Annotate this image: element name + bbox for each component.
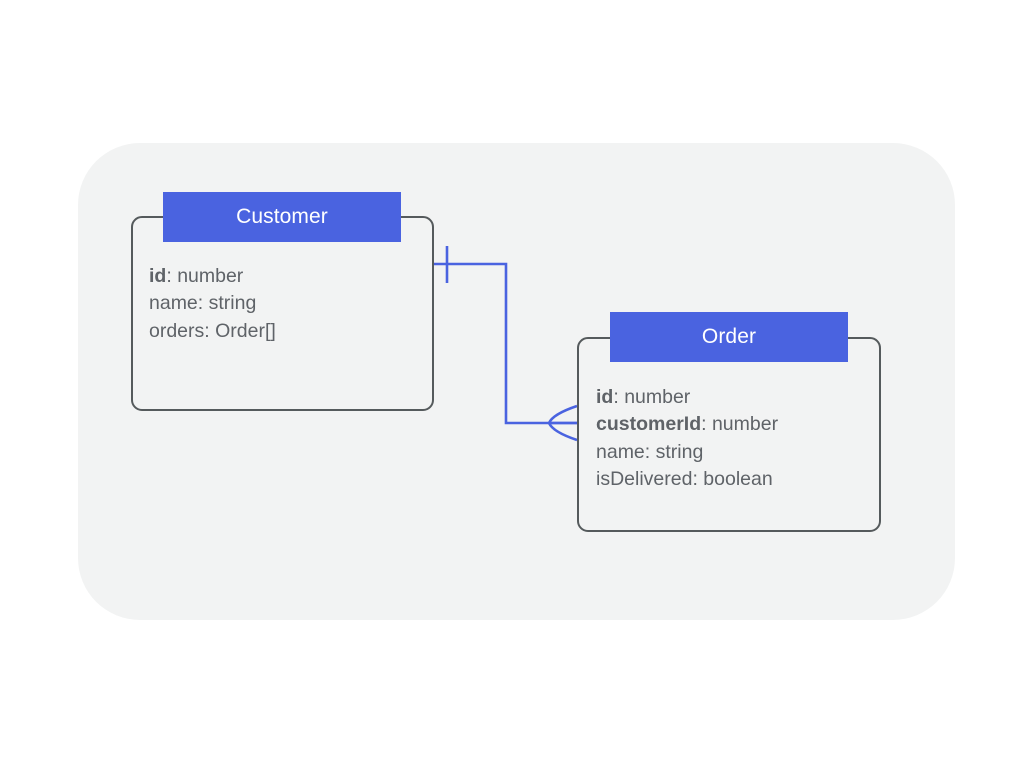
- entity-order-title[interactable]: Order: [610, 312, 848, 362]
- entity-order[interactable]: [577, 337, 881, 532]
- field-type: number: [624, 386, 691, 408]
- field-row: isDelivered: boolean: [596, 466, 778, 493]
- entity-order-field-list: id: number customerId: number name: stri…: [596, 384, 778, 494]
- field-type: number: [711, 413, 779, 436]
- field-separator: :: [692, 468, 704, 491]
- field-name: name: [149, 292, 198, 315]
- field-name: customerId: [596, 413, 702, 436]
- entity-customer-field-list: id: number name: string orders: Order[]: [149, 263, 276, 345]
- field-separator: :: [204, 319, 216, 342]
- field-type: Order[]: [215, 319, 276, 342]
- field-separator: :: [197, 292, 209, 315]
- field-type: boolean: [703, 468, 773, 491]
- field-row: name: string: [149, 290, 276, 317]
- field-type: string: [655, 440, 704, 463]
- field-separator: :: [613, 386, 625, 408]
- field-name: id: [596, 386, 614, 408]
- field-separator: :: [701, 413, 712, 436]
- field-separator: :: [644, 440, 656, 463]
- field-name: orders: [149, 319, 205, 342]
- field-name: id: [149, 265, 167, 287]
- field-name: isDelivered: [596, 468, 693, 491]
- entity-customer-title[interactable]: Customer: [163, 192, 401, 242]
- field-row: id: number: [596, 384, 778, 411]
- field-type: number: [177, 265, 244, 287]
- field-row: customerId: number: [596, 411, 778, 438]
- field-name: name: [596, 440, 645, 463]
- field-type: string: [208, 292, 257, 315]
- field-separator: :: [166, 265, 178, 287]
- field-row: id: number: [149, 263, 276, 290]
- field-row: name: string: [596, 439, 778, 466]
- field-row: orders: Order[]: [149, 318, 276, 345]
